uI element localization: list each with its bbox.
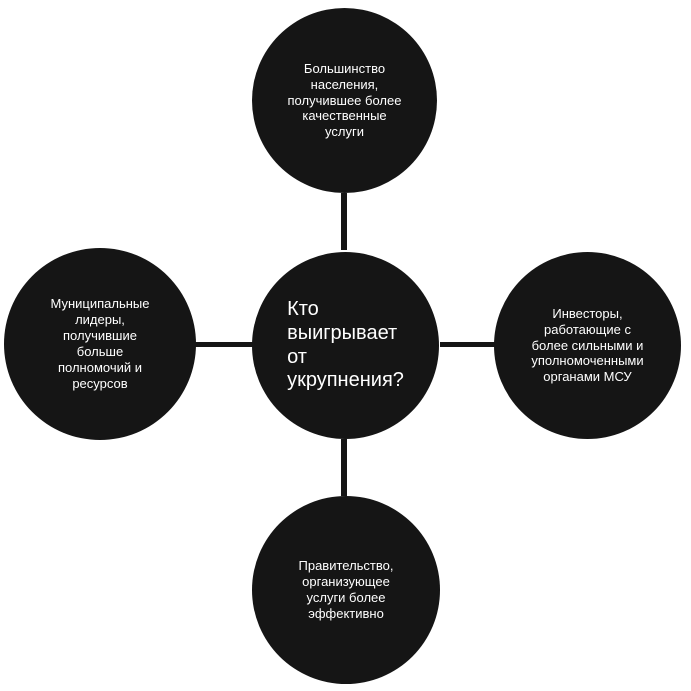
beneficiary-circle-top: Большинство населения, получившее более … — [252, 8, 437, 193]
label-line: услуги — [325, 124, 364, 140]
label-line: органами МСУ — [543, 369, 632, 385]
label-line: качественные — [302, 108, 387, 124]
label-line: Муниципальные — [50, 296, 150, 312]
label-line: работающие с — [544, 321, 631, 337]
connector-right — [440, 342, 496, 347]
label-line: выигрывает — [287, 321, 398, 344]
connector-bottom — [341, 439, 347, 496]
label-line: Инвесторы, — [552, 305, 623, 321]
central-question-circle: Кто выигрывает от укрупнения? — [252, 252, 439, 439]
label-line: больше — [76, 344, 124, 359]
label-line: организующее — [302, 574, 390, 590]
beneficiary-label-bottom: Правительство, организующее услуги более… — [299, 558, 394, 621]
label-line: Кто — [287, 298, 319, 321]
label-line: населения, — [310, 76, 379, 92]
beneficiary-label-left: Муниципальные лидеры, получившие больше … — [50, 296, 149, 391]
connector-left — [194, 342, 254, 347]
label-line: услуги более — [306, 590, 386, 605]
label-line: Правительство, — [298, 558, 394, 574]
label-line: получившее более — [287, 92, 402, 108]
beneficiary-circle-right: Инвесторы, работающие с более сильными и… — [494, 252, 681, 439]
label-line: более сильными и — [531, 337, 644, 353]
label-line: ресурсов — [72, 375, 128, 391]
label-line: лидеры, — [75, 312, 125, 328]
label-line: укрупнения? — [287, 369, 404, 392]
label-line: Большинство — [303, 60, 386, 76]
label-line: от — [287, 345, 307, 368]
label-line: получившие — [63, 328, 137, 344]
label-line: полномочий и — [57, 359, 142, 375]
label-line: эффективно — [308, 605, 384, 621]
beneficiary-circle-bottom: Правительство, организующее услуги более… — [252, 496, 440, 684]
beneficiary-circle-left: Муниципальные лидеры, получившие больше … — [4, 248, 196, 440]
beneficiary-label-top: Большинство населения, получившее более … — [288, 61, 402, 140]
connector-top — [341, 193, 347, 250]
label-line: уполномоченными — [531, 353, 644, 369]
central-question-label: Кто выигрывает от укрупнения? — [287, 298, 404, 392]
beneficiary-label-right: Инвесторы, работающие с более сильными и… — [531, 306, 643, 385]
